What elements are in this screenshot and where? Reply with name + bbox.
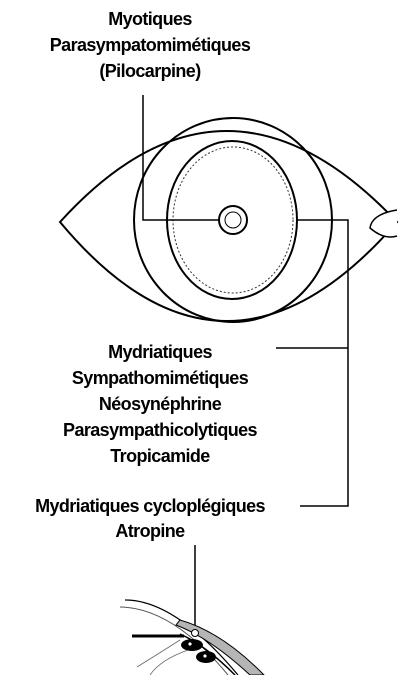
parasympathicolytiques-text: Parasympathicolytiques xyxy=(30,417,290,443)
myotiques-label: Myotiques Parasympatomimétiques (Pilocar… xyxy=(0,6,300,84)
neosynephrine-text: Néosynéphrine xyxy=(30,391,290,417)
pilocarpine-text: (Pilocarpine) xyxy=(0,58,300,84)
pupil-outer xyxy=(219,206,247,234)
cycloplegiques-label: Mydriatiques cycloplégiques Atropine xyxy=(0,494,300,544)
anterior-segment-section xyxy=(120,600,264,675)
mydriatiques-label: Mydriatiques Sympathomimétiques Néosynép… xyxy=(30,339,290,469)
sympathomimetiques-text: Sympathomimétiques xyxy=(30,365,290,391)
atropine-text: Atropine xyxy=(0,519,300,544)
pupil-inner xyxy=(225,212,241,228)
mydriatiques-cycloplegiques-title: Mydriatiques cycloplégiques xyxy=(0,494,300,519)
mydriatiques-title: Mydriatiques xyxy=(30,339,290,365)
parasympatomimetiques-text: Parasympatomimétiques xyxy=(0,32,300,58)
tropicamide-text: Tropicamide xyxy=(30,443,290,469)
myotiques-title: Myotiques xyxy=(0,6,300,32)
caruncle-shape xyxy=(370,210,397,237)
